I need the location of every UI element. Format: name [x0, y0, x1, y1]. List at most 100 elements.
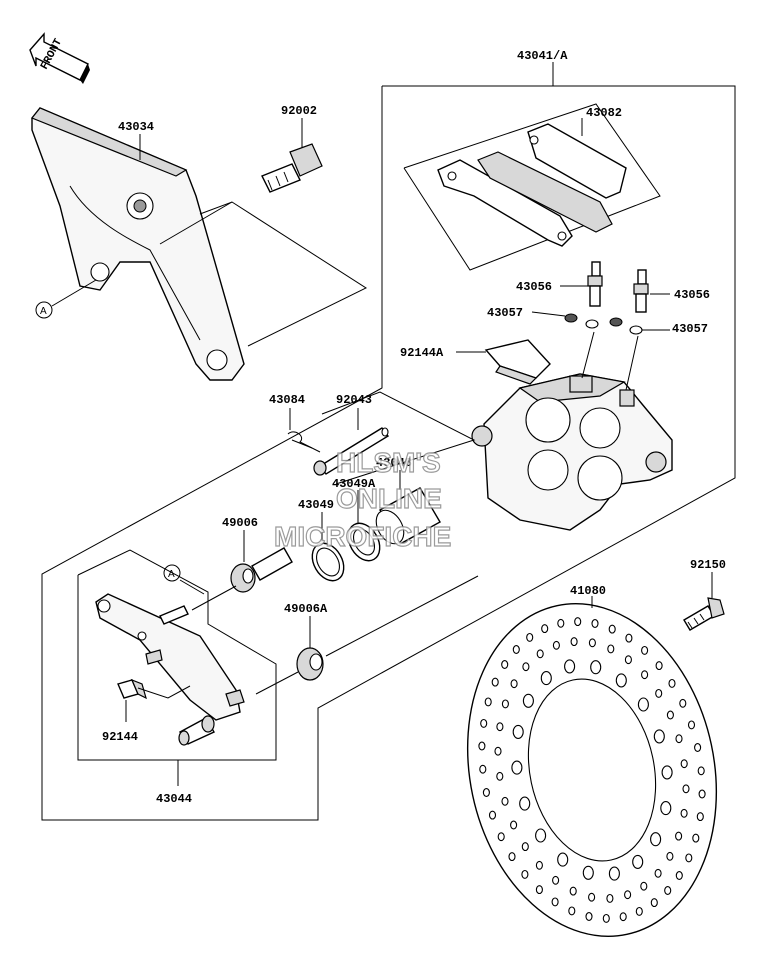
disc-hole: [664, 886, 672, 895]
disc-hole: [624, 655, 632, 665]
disc-hole: [675, 871, 683, 880]
watermark-line-1: HLSM'S: [336, 447, 441, 478]
pad-spring-part: [484, 339, 551, 385]
disc-hole: [535, 885, 543, 895]
disc-hole: [661, 765, 673, 780]
disc-hole: [574, 617, 582, 627]
bleeder-valve-right-part: [633, 269, 649, 313]
disc-hole: [606, 893, 614, 903]
disc-hole: [635, 906, 643, 916]
leader-a-top: [51, 279, 97, 307]
disc-hole: [655, 688, 663, 698]
disc-hole: [494, 746, 502, 756]
disc-hole: [551, 897, 559, 907]
disc-hole: [522, 662, 530, 672]
disc-hole: [536, 649, 544, 659]
ref-circle-a-bottom: [163, 564, 181, 582]
disc-hole: [607, 644, 615, 654]
disc-hole: [569, 886, 577, 896]
disc-hole: [590, 660, 602, 675]
disc-hole: [668, 678, 676, 688]
disc-hole: [632, 854, 644, 869]
piston-seal-inner: [315, 547, 341, 577]
disc-outer-holes: [478, 617, 706, 923]
disc-hole: [510, 679, 518, 689]
ref-letter-a-top: A: [40, 306, 47, 317]
disc-hole: [698, 789, 706, 799]
disc-hole: [568, 906, 576, 916]
label-43056-right: 43056: [674, 288, 710, 302]
disc-hole: [557, 852, 569, 867]
label-43049: 43049: [298, 498, 334, 512]
label-43084: 43084: [269, 393, 305, 407]
caliper-holder-part: [31, 107, 245, 381]
label-43044: 43044: [156, 792, 192, 806]
disc-hole: [557, 618, 565, 628]
disc-hole: [641, 645, 649, 655]
disc-hole: [624, 890, 632, 900]
bleeder-cap-right-part: [609, 317, 643, 335]
disc-hole: [526, 632, 534, 642]
pin-clip-part: [287, 431, 321, 453]
leader-valve-right-to-body: [625, 335, 639, 391]
label-49006A: 49006A: [284, 602, 328, 616]
disc-hole: [680, 759, 688, 769]
disc-hole: [666, 851, 674, 861]
label-43049A: 43049A: [332, 477, 376, 491]
leader-valve-left-to-body: [581, 331, 595, 379]
disc-hole: [591, 619, 599, 628]
front-arrow-icon: FRONT: [29, 32, 90, 84]
disc-hole: [535, 828, 547, 843]
holder-projection-line: [159, 201, 233, 245]
disc-hole: [660, 801, 672, 816]
boot-axis-line: [191, 585, 237, 611]
bolt-92002-part: [261, 143, 323, 193]
disc-hole: [588, 638, 596, 648]
disc-hole: [650, 898, 658, 908]
pads-boundary: [403, 103, 661, 271]
disc-hole: [682, 784, 690, 794]
disc-hole: [508, 852, 516, 862]
disc-hole: [655, 661, 663, 671]
boot-a-axis-line-2: [255, 671, 299, 695]
disc-hole: [501, 796, 509, 806]
label-43048: 43048: [376, 456, 412, 470]
disc-hole: [521, 869, 529, 879]
label-92043: 92043: [336, 393, 372, 407]
bleeder-valve-left-part: [587, 261, 603, 307]
boot-49006-part: [230, 547, 293, 593]
disc-hole: [608, 624, 616, 634]
label-92144: 92144: [102, 730, 138, 744]
label-43034: 43034: [118, 120, 154, 134]
disc-hole: [497, 832, 505, 842]
label-92144A: 92144A: [400, 346, 444, 360]
ref-circle-a-top: [35, 301, 53, 319]
leader-a-bottom: [179, 579, 205, 595]
disc-hole: [588, 892, 596, 902]
caliper-bracket-part: [95, 593, 245, 746]
disc-hole: [675, 831, 683, 841]
watermark: HLSM'S ONLINE MICROFICHE: [273, 446, 452, 552]
watermark-line-2: ONLINE: [336, 483, 442, 514]
disc-hole: [535, 860, 543, 870]
disc-hole: [694, 743, 702, 752]
disc-hole: [650, 832, 662, 847]
label-43057-right: 43057: [672, 322, 708, 336]
brake-pads-part: [437, 123, 627, 247]
disc-hole: [519, 796, 531, 811]
disc-hole: [501, 699, 509, 709]
caliper-assembly-boundary: [41, 85, 736, 821]
disc-hole: [510, 820, 518, 830]
watermark-line-3: MICROFICHE: [274, 521, 451, 552]
holder-projection-lines: [199, 201, 368, 347]
disc-hole: [640, 881, 648, 891]
disc-hole: [619, 912, 627, 922]
disc-hole: [479, 764, 487, 774]
disc-hole: [482, 788, 490, 797]
disc-hole: [501, 660, 509, 669]
disc-hole: [615, 673, 627, 688]
disc-hole: [511, 760, 523, 775]
boot-49006A-part: [296, 647, 324, 681]
disc-hole: [480, 718, 488, 728]
disc-hole: [608, 866, 620, 881]
